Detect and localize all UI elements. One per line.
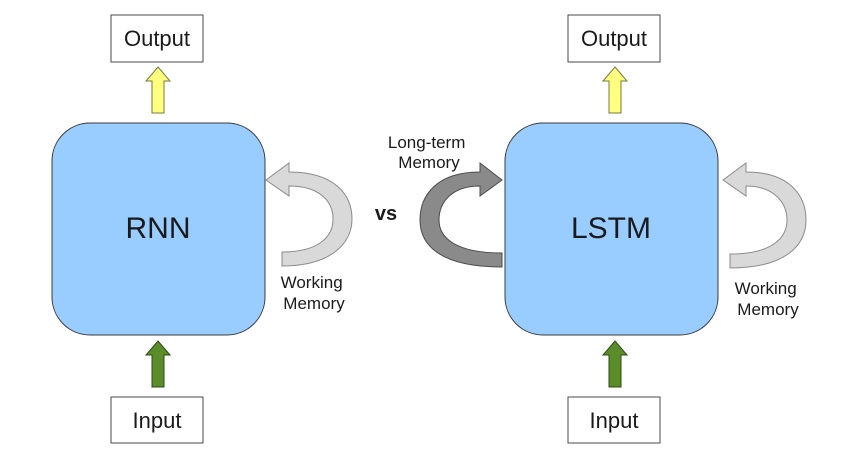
rnn-input-label: Input — [133, 408, 182, 433]
rnn-input-arrow — [144, 340, 172, 388]
lstm-working-memory-label: Working Memory — [735, 279, 802, 319]
rnn-working-memory-line1: Working — [281, 273, 343, 292]
lstm-long-term-line2: Memory — [398, 153, 460, 172]
rnn-working-memory-label: Working Memory — [281, 273, 348, 313]
lstm-input-label: Input — [590, 408, 639, 433]
rnn-output-label: Output — [124, 26, 190, 51]
rnn-working-memory-arrow — [265, 162, 353, 267]
vs-label: vs — [375, 203, 397, 225]
rnn-input-box — [110, 396, 204, 444]
rnn-output-box — [110, 14, 204, 63]
lstm-group: Output LSTM Input Long-term Memory Worki… — [388, 14, 807, 444]
rnn-cell-label: RNN — [126, 212, 191, 245]
lstm-working-memory-line1: Working — [735, 279, 797, 298]
rnn-working-memory-line2: Memory — [283, 294, 345, 313]
lstm-output-arrow — [601, 66, 629, 114]
lstm-input-box — [567, 396, 661, 444]
lstm-long-term-line1: Long-term — [388, 133, 465, 152]
lstm-output-box — [567, 14, 661, 63]
rnn-group: Output RNN Input Working Memory — [51, 14, 353, 444]
lstm-working-memory-arrow — [722, 162, 807, 269]
rnn-output-arrow — [144, 66, 172, 114]
lstm-input-arrow — [601, 340, 629, 388]
lstm-working-memory-line2: Memory — [737, 300, 799, 319]
rnn-cell — [51, 122, 266, 336]
lstm-long-term-memory-arrow — [419, 161, 503, 268]
lstm-long-term-memory-label: Long-term Memory — [388, 133, 470, 172]
lstm-cell — [504, 122, 719, 336]
lstm-cell-label: LSTM — [571, 212, 651, 245]
lstm-output-label: Output — [581, 26, 647, 51]
